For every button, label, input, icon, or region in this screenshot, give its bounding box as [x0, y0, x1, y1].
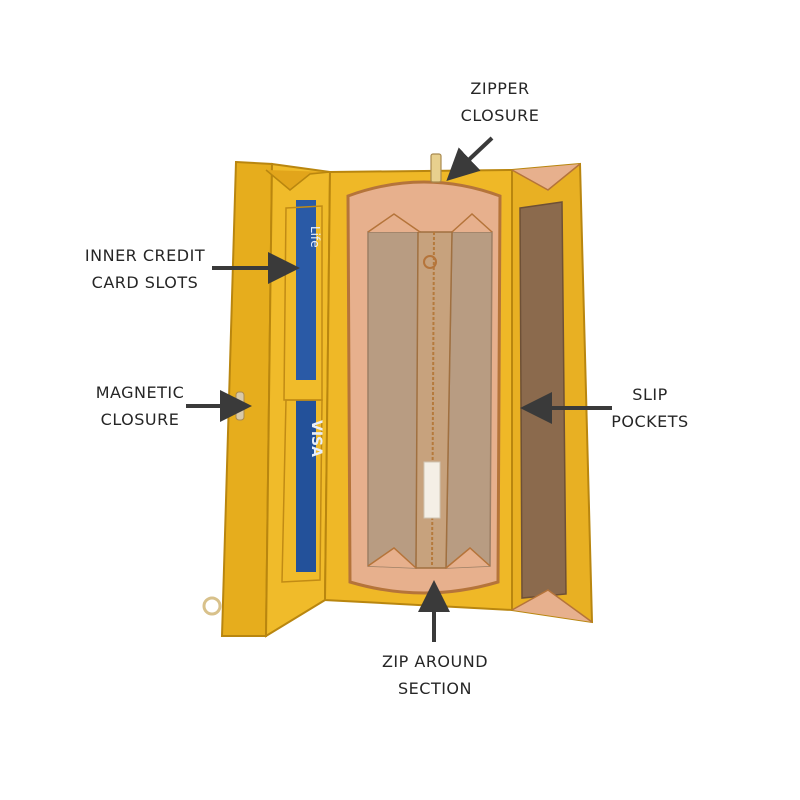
zipper-pull-inner — [423, 255, 437, 269]
slip-pockets-label: SLIP POCKETS — [600, 381, 700, 435]
magnetic-closure-line2: CLOSURE — [100, 410, 180, 429]
slip-pockets-line1: SLIP — [632, 385, 668, 404]
slip-pockets-line2: POCKETS — [611, 412, 689, 431]
credit-card-visa — [296, 400, 316, 572]
zip-around-section — [323, 153, 513, 612]
card-top-text: Life — [308, 226, 322, 248]
zipper-closure-label: ZIPPER CLOSURE — [440, 75, 560, 129]
magnetic-closure-line1: MAGNETIC — [95, 383, 185, 402]
magnetic-closure-label: MAGNETIC CLOSURE — [75, 379, 205, 433]
zipper-pull — [430, 153, 442, 183]
zipper-closure-line1: ZIPPER — [470, 79, 530, 98]
credit-card-slots: Life VISA — [281, 200, 324, 583]
card-slots-line2: CARD SLOTS — [91, 273, 199, 292]
magnetic-closure — [235, 391, 245, 421]
slip-pockets-panel — [511, 162, 594, 624]
zip-around-line1: ZIP AROUND — [381, 652, 489, 671]
zipper-closure-line2: CLOSURE — [460, 106, 540, 125]
hardware-ring — [202, 596, 222, 616]
zipper-closure-arrow — [446, 136, 494, 181]
zip-around-line2: SECTION — [398, 679, 472, 698]
zip-around-section-label: ZIP AROUND SECTION — [365, 648, 505, 702]
inner-credit-card-slots-label: INNER CREDIT CARD SLOTS — [70, 242, 220, 296]
card-slots-line1: INNER CREDIT — [84, 246, 206, 265]
visa-text: VISA — [308, 420, 324, 457]
credit-card-top — [296, 200, 316, 380]
care-tag — [423, 461, 441, 519]
